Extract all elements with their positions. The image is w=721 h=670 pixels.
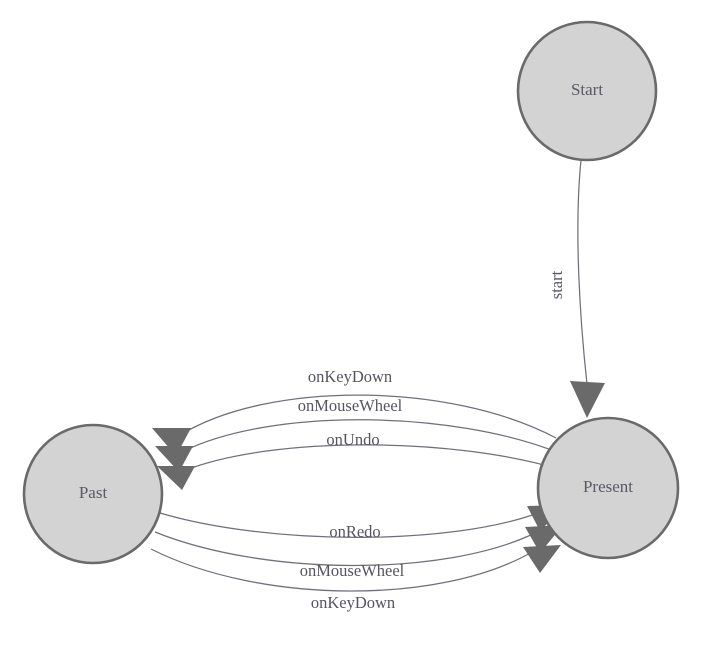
edge-present-past-undo-arrowhead (157, 466, 195, 490)
edge-present-past-wheel-path (183, 419, 560, 454)
edge-start-present-arrowhead (570, 381, 605, 418)
edge-past-present-wheel-path (154, 531, 536, 567)
edge-past-present-keydown-path (150, 548, 533, 592)
edge-past-present-keydown-arrowhead (523, 545, 561, 573)
node-past[interactable]: Past (22, 423, 164, 565)
node-past-circle (22, 423, 164, 565)
edge-past-present-keydown-label: onKeyDown (311, 593, 395, 612)
edge-present-past-keydown-arrowhead (152, 428, 191, 456)
edge-present-past-keydown[interactable]: onKeyDown (152, 367, 557, 456)
node-start-circle (516, 20, 658, 162)
edge-past-present-wheel[interactable]: onMouseWheel (154, 525, 563, 580)
node-start[interactable]: Start (516, 20, 658, 162)
edge-past-present-wheel-label: onMouseWheel (300, 561, 405, 580)
edge-start-present[interactable]: start (547, 159, 605, 418)
edge-start-present-label: start (547, 270, 566, 299)
node-present-circle (536, 416, 680, 560)
edge-present-past-undo[interactable]: onUndo (157, 430, 563, 490)
edge-present-past-keydown-path (181, 394, 557, 439)
edge-past-present-keydown[interactable]: onKeyDown (150, 545, 561, 612)
edge-start-present-path (577, 159, 588, 385)
edge-past-present-redo-path (159, 512, 539, 538)
edge-past-present-redo[interactable]: onRedo (159, 505, 565, 541)
edge-present-past-wheel-arrowhead (155, 446, 193, 472)
edge-present-past-wheel-label: onMouseWheel (298, 396, 403, 415)
edge-present-past-undo-path (185, 444, 563, 471)
node-present[interactable]: Present (536, 416, 680, 560)
edge-present-past-keydown-label: onKeyDown (308, 367, 392, 386)
